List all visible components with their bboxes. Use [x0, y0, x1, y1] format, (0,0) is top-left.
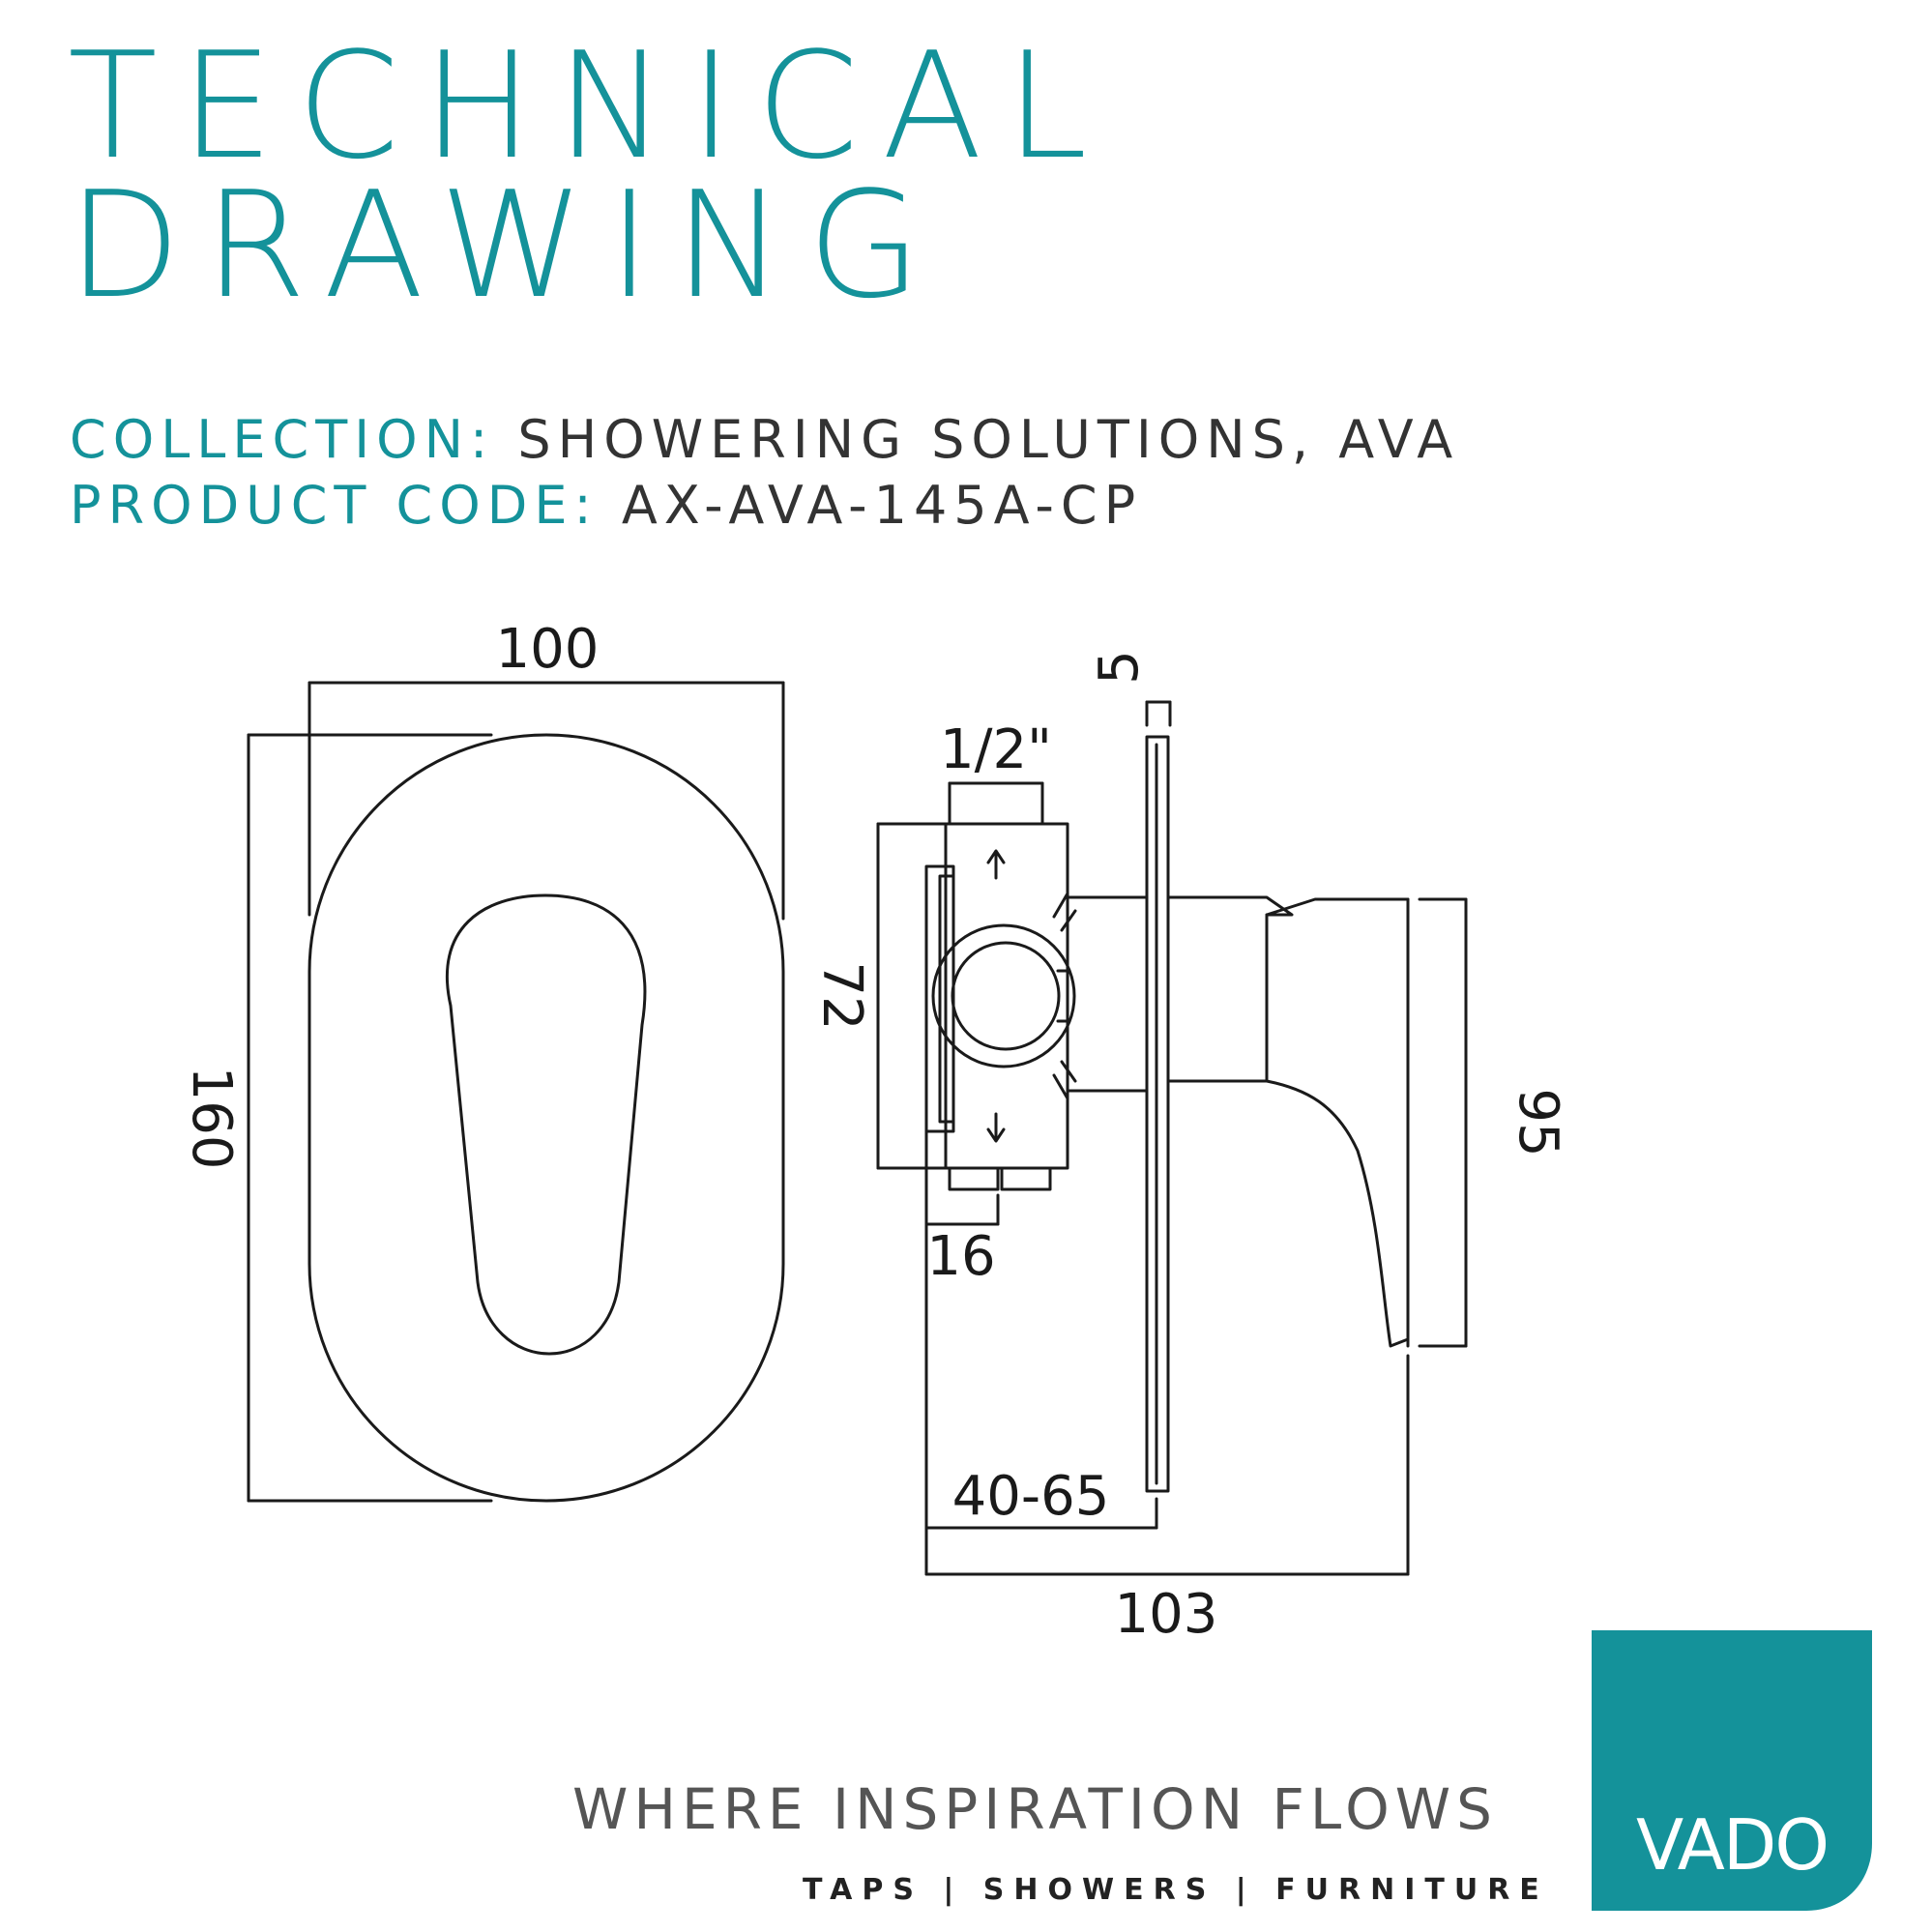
valve-body: [944, 822, 1069, 1170]
dim-label-offset: 16: [926, 1225, 995, 1288]
dimension-labels: 100 160 1/2" 5 72 16 95 40-65 103: [180, 618, 1569, 1646]
brand-subtagline: TAPS | SHOWERS | FURNITURE: [803, 1873, 1549, 1907]
arrow-down-icon: [986, 1112, 1006, 1143]
title-line-1: TECHNICAL: [68, 20, 1111, 191]
arrow-up-icon: [986, 849, 1006, 880]
title-line-2: DRAWING: [68, 160, 945, 331]
dim-label-thread: 1/2": [940, 718, 1052, 781]
bottom-stub-left: [948, 1166, 1000, 1191]
backplate-outline: [307, 733, 785, 1503]
side-view: [876, 700, 1468, 1576]
dim-label-width: 100: [496, 618, 600, 681]
dim-label-height: 160: [180, 1067, 243, 1170]
outlet-ring-outer: [931, 923, 1076, 1068]
brand-tagline: WHERE INSPIRATION FLOWS: [572, 1776, 1498, 1842]
collection-label: COLLECTION:: [70, 409, 495, 470]
dim-label-lever-height: 95: [1507, 1088, 1569, 1156]
product-code-label: PRODUCT CODE:: [70, 475, 599, 536]
lever-handle-front: [445, 893, 647, 1356]
lever-hub: [1166, 895, 1294, 1083]
dim-label-total-depth: 103: [1115, 1583, 1218, 1646]
dim-label-wall-depth: 40-65: [952, 1465, 1110, 1528]
product-code-value: AX-AVA-145A-CP: [621, 475, 1143, 536]
dim-label-plate: 5: [1088, 650, 1151, 685]
collection-value: SHOWERING SOLUTIONS, AVA: [517, 409, 1460, 470]
bottom-stub-right: [1000, 1166, 1052, 1191]
product-code-row: PRODUCT CODE: AX-AVA-145A-CP: [70, 480, 1142, 532]
lever-handle-side: [1265, 897, 1410, 1348]
spindle-sleeve: [1066, 895, 1149, 1093]
collection-row: COLLECTION: SHOWERING SOLUTIONS, AVA: [70, 414, 1459, 466]
dim-label-body-height: 72: [810, 961, 873, 1030]
backplate-side: [1145, 735, 1170, 1493]
logo-badge: [1592, 1630, 1872, 1911]
vado-logo: [1592, 1630, 1872, 1911]
outlet-ring-inner: [951, 941, 1061, 1051]
front-view: [247, 681, 785, 1503]
logo-wordmark: VADO: [1635, 1804, 1830, 1886]
valve-ribs: [1052, 892, 1077, 1100]
